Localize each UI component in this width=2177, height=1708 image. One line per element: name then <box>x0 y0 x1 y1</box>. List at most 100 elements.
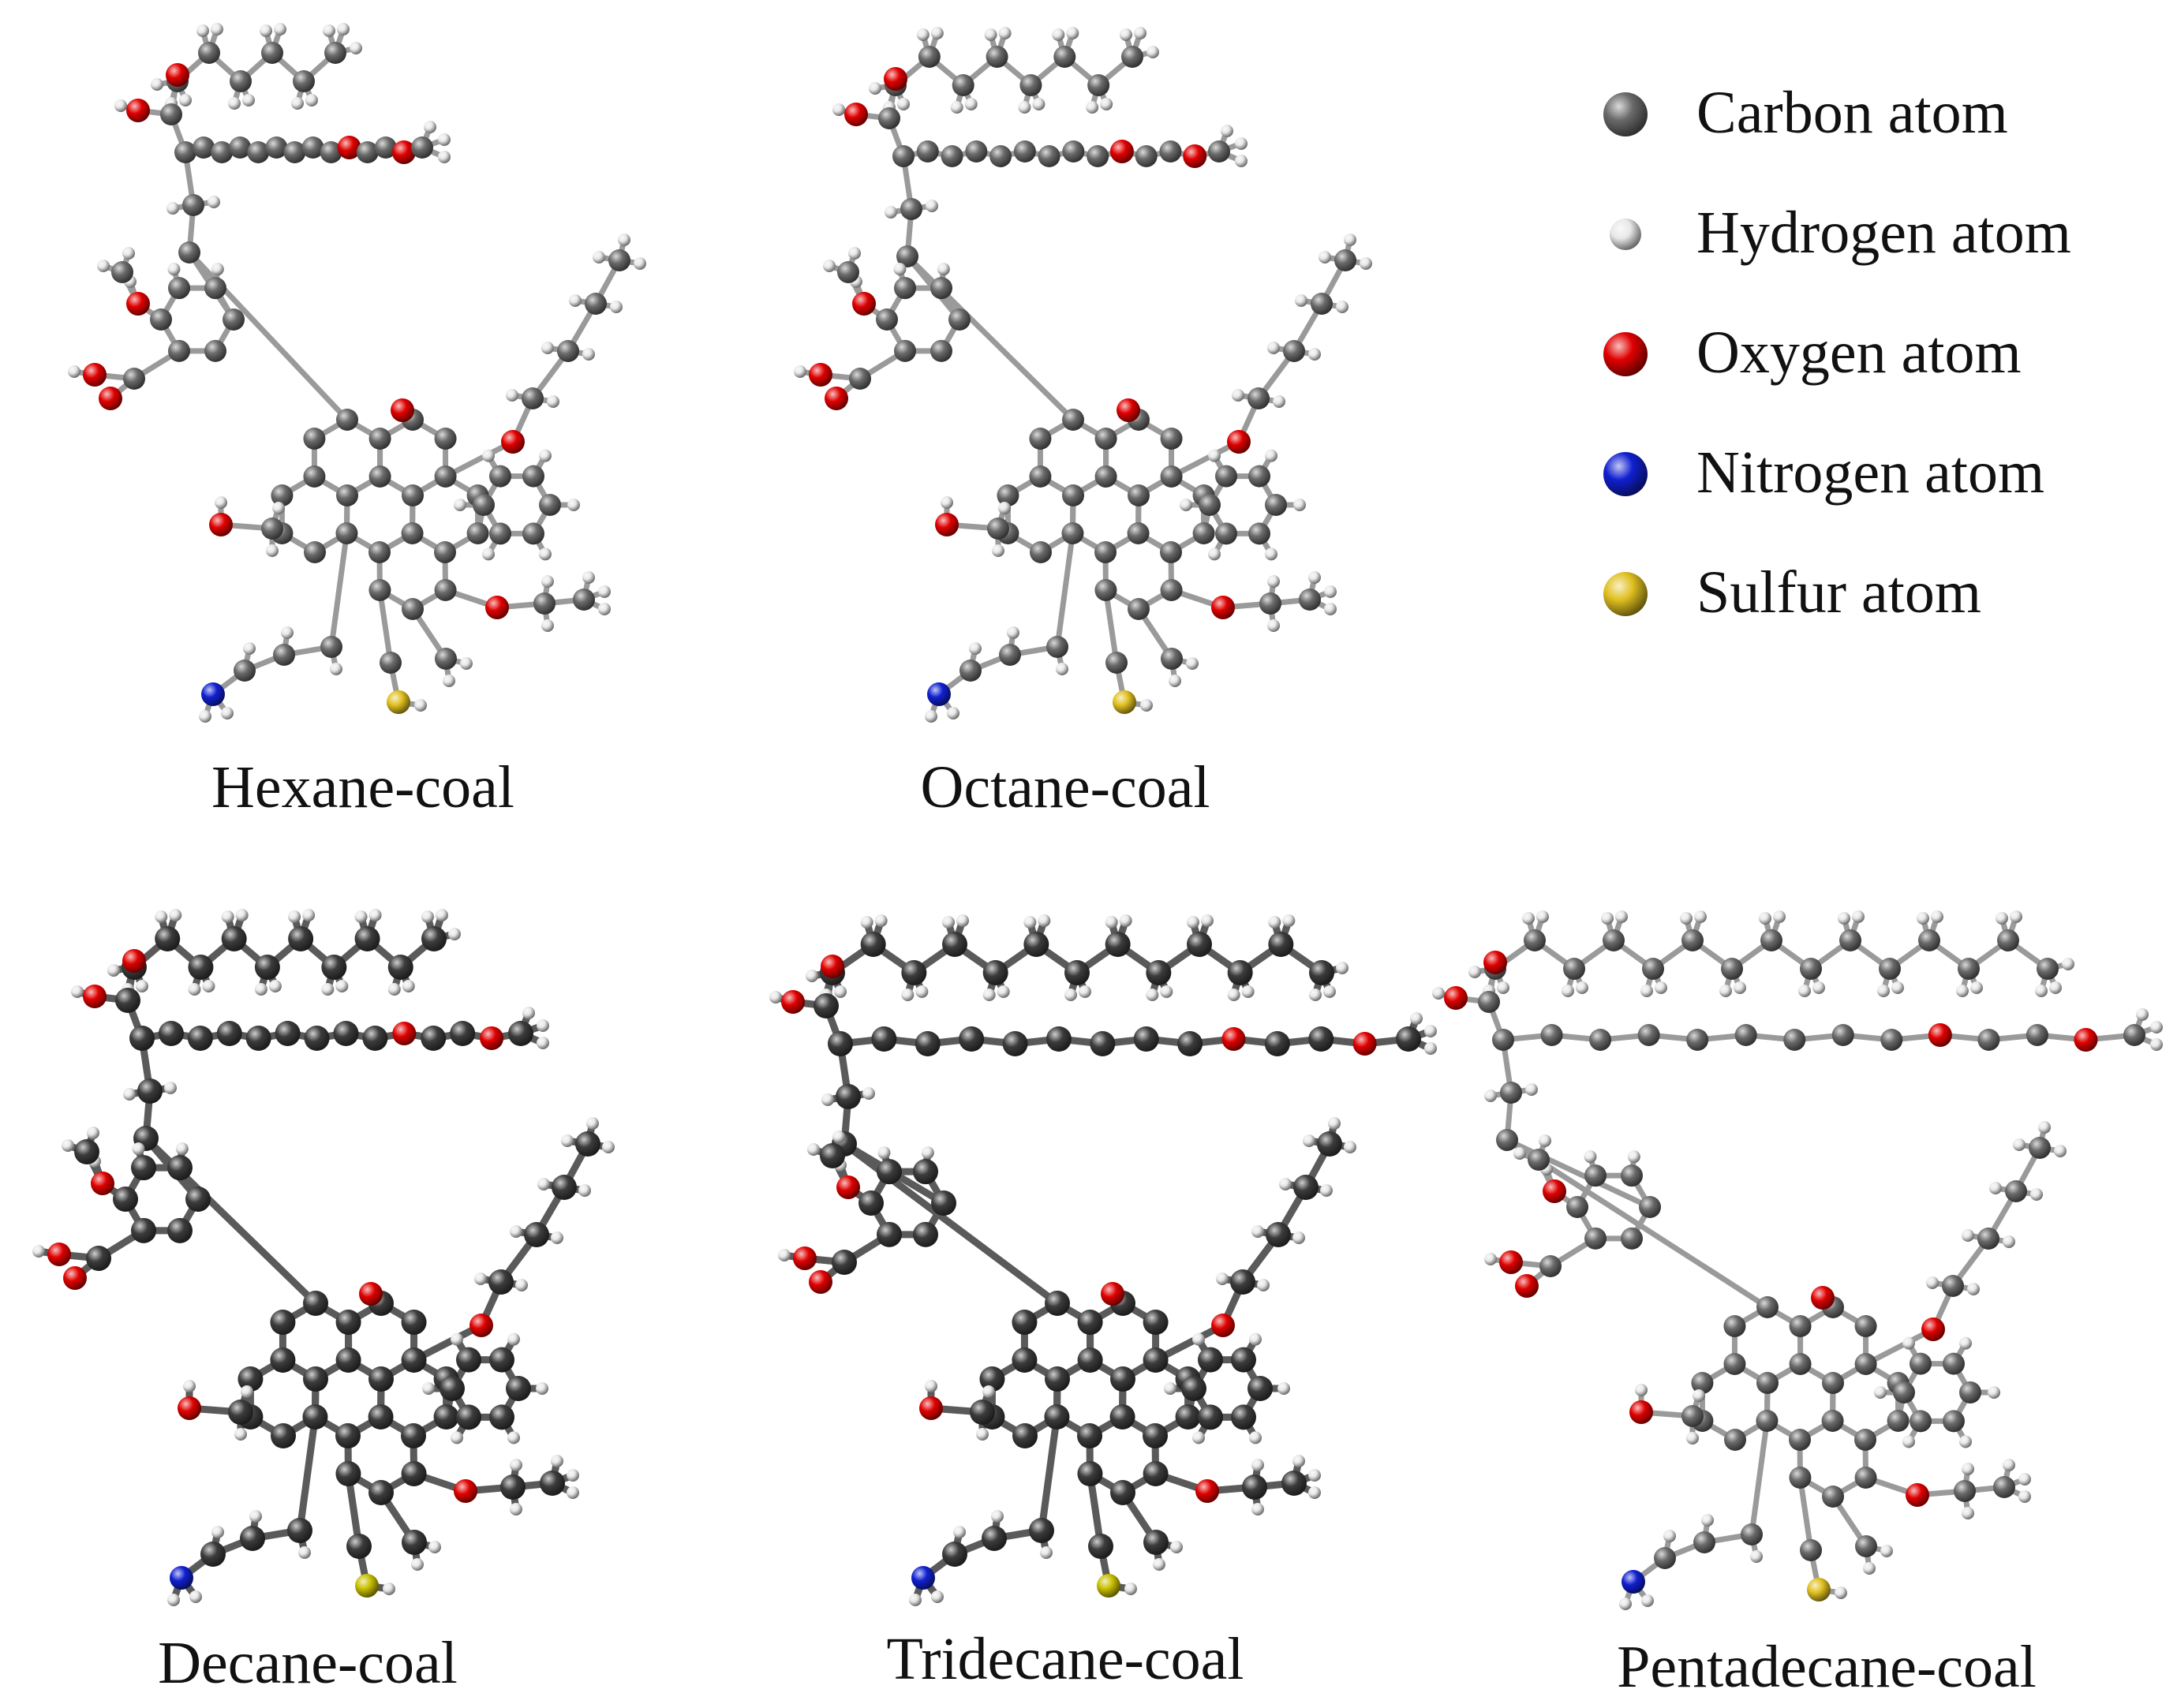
hydrogen-atom <box>598 603 611 615</box>
hydrogen-atom <box>2035 985 2048 997</box>
carbon-atom <box>155 926 181 951</box>
oxygen-atom <box>919 1396 943 1420</box>
hydrogen-atom <box>1336 301 1348 313</box>
hydrogen-atom <box>202 980 215 992</box>
carbon-atom <box>304 1026 330 1051</box>
nitrogen-atom <box>170 1566 193 1590</box>
carbon-atom <box>1192 522 1215 544</box>
carbon-atom <box>1012 1310 1038 1335</box>
hydrogen-atom <box>421 910 434 923</box>
hydrogen-atom <box>1962 1463 1974 1475</box>
hydrogen-atom <box>305 94 318 107</box>
hydrogen-atom <box>582 348 595 361</box>
carbon-atom <box>387 955 413 980</box>
legend-label: Sulfur atom <box>1696 559 1981 626</box>
carbon-atom <box>1038 145 1060 167</box>
carbon-atom <box>1248 522 1270 545</box>
carbon-atom <box>1293 1175 1319 1200</box>
hydrogen-atom <box>507 1431 520 1445</box>
hydrogen-atom <box>208 196 220 208</box>
carbon-atom <box>324 42 346 64</box>
carbon-atom <box>1029 1518 1054 1543</box>
carbon-atom <box>204 339 226 362</box>
carbon-atom <box>123 368 145 390</box>
hydrogen-atom <box>1249 1332 1262 1346</box>
nitrogen-atom <box>1622 1570 1645 1594</box>
carbon-atom <box>131 1217 156 1243</box>
atom-group <box>1432 910 2163 1610</box>
carbon-atom <box>1639 1196 1661 1218</box>
hydrogen-atom <box>1694 910 1707 923</box>
carbon-atom <box>1248 465 1270 488</box>
hydrogen-atom <box>1917 912 1929 925</box>
carbon-atom <box>1062 140 1085 163</box>
carbon-atom <box>178 241 200 263</box>
carbon-atom <box>160 103 182 125</box>
carbon-atom <box>1135 145 1158 167</box>
hydrogen-atom <box>1424 1025 1437 1037</box>
hydrogen-atom <box>998 502 1011 514</box>
carbon-atom <box>900 198 922 220</box>
carbon-atom <box>533 592 555 615</box>
carbon-atom <box>1954 1480 1976 1502</box>
hydrogen-atom <box>510 1225 522 1238</box>
hydrogen-atom <box>2150 1021 2163 1033</box>
hydrogen-atom <box>132 1142 145 1156</box>
carbon-atom <box>575 1131 600 1157</box>
carbon-atom <box>320 636 342 658</box>
hydrogen-atom <box>877 1146 891 1160</box>
carbon-atom <box>930 339 952 362</box>
hydrogen-atom <box>260 24 272 37</box>
hydrogen-atom <box>1926 1276 1939 1289</box>
carbon-atom <box>137 1078 163 1104</box>
atom-group <box>32 909 615 1606</box>
hydrogen-atom <box>1282 914 1296 927</box>
nitrogen-sphere-icon <box>1603 452 1648 496</box>
legend-label: Oxygen atom <box>1696 320 2022 386</box>
carbon-atom <box>321 955 347 980</box>
hydrogen-atom <box>1635 1384 1648 1396</box>
hydrogen-atom <box>1522 912 1535 925</box>
carbon-atom <box>1686 1029 1709 1051</box>
carbon-atom <box>265 136 288 159</box>
carbon-atom <box>1231 1347 1256 1373</box>
hydrogen-atom <box>561 1134 574 1147</box>
hydrogen-atom <box>1497 981 1509 994</box>
hydrogen-atom <box>1323 985 1336 998</box>
hydrogen-atom <box>823 260 836 272</box>
hydrogen-atom <box>915 985 929 998</box>
carbon-atom <box>1002 1031 1028 1056</box>
hydrogen-atom <box>569 294 582 307</box>
carbon-atom <box>1724 1429 1746 1451</box>
hydrogen-atom <box>2049 981 2062 994</box>
hydrogen-atom <box>1120 28 1132 41</box>
carbon-atom <box>1741 1523 1763 1545</box>
oxygen-atom <box>83 985 107 1008</box>
hydrogen-atom <box>368 909 382 921</box>
carbon-atom <box>913 1159 938 1185</box>
carbon-atom <box>1478 991 1500 1013</box>
carbon-atom <box>1756 1410 1779 1432</box>
hydrogen-atom <box>1798 985 1811 997</box>
carbon-atom <box>1800 958 1822 980</box>
carbon-atom <box>1143 1423 1168 1448</box>
hydrogen-atom <box>941 496 953 509</box>
hydrogen-atom <box>1241 985 1255 998</box>
hydrogen-atom <box>1701 1514 1714 1527</box>
carbon-atom <box>1822 1372 1844 1394</box>
hydrogen-atom <box>1877 985 1890 997</box>
carbon-atom <box>1603 929 1625 951</box>
carbon-atom <box>1789 1353 1812 1375</box>
oxygen-atom <box>1352 1032 1377 1056</box>
hydrogen-atom <box>537 1037 549 1049</box>
oxygen-atom <box>91 1172 114 1195</box>
hydrogen-atom <box>1432 987 1445 1000</box>
hydrogen-atom <box>1663 1530 1676 1542</box>
carbon-atom <box>1215 522 1237 545</box>
hydrogen-atom <box>291 97 304 110</box>
carbon-atom <box>1789 1315 1812 1337</box>
hydrogen-atom <box>228 97 241 110</box>
hydrogen-atom <box>806 970 818 982</box>
carbon-atom <box>198 42 220 64</box>
hydrogen-atom <box>510 1459 522 1471</box>
